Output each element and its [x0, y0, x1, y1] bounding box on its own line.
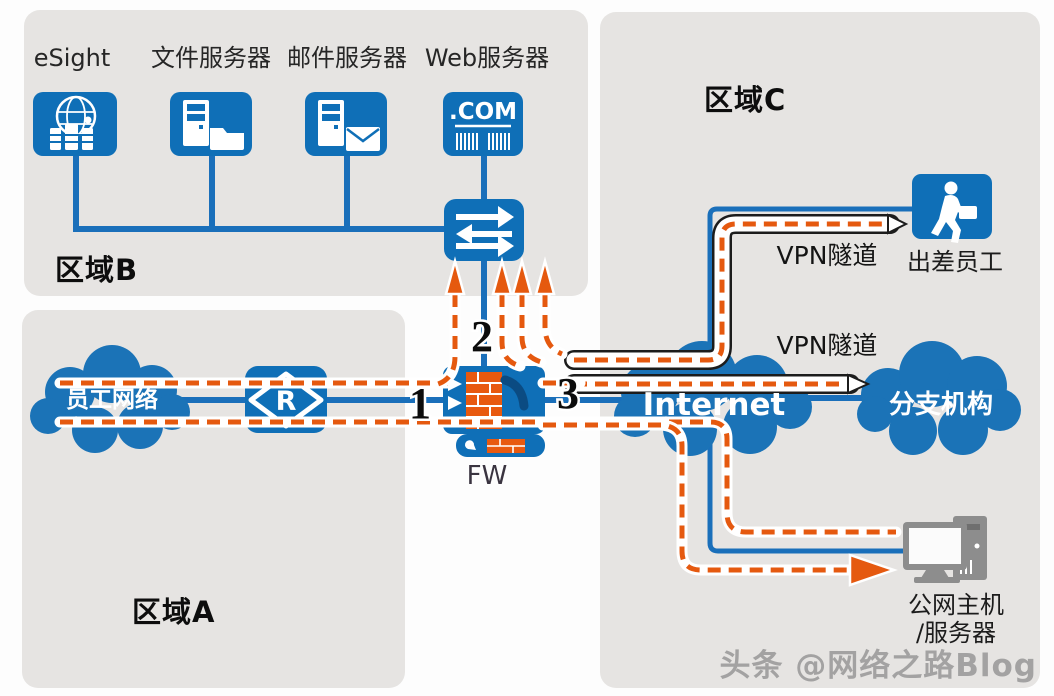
web-server-icon-text: .COM [449, 99, 517, 125]
untrust-to-dmz-arrows [432, 256, 568, 390]
public-host-label-line1: 公网主机 [908, 591, 1004, 619]
esight-icon [33, 92, 117, 156]
traveling-employee-label: 出差员工 [907, 248, 1003, 276]
path-marker-1: 1 [409, 379, 431, 428]
vpn-tunnel-to-branch [564, 373, 871, 395]
web-server-icon: .COM [443, 92, 523, 156]
arrow-right-glyph2 [456, 235, 514, 257]
watermark-text: 头条 @网络之路Blog [719, 648, 1037, 684]
host-path-arrowhead [848, 553, 898, 587]
firewall-label: FW [467, 461, 508, 491]
internet-label: Internet [643, 387, 786, 423]
employee-network-label: 员工网络 [66, 386, 158, 413]
zone-c-label: 区域C [704, 83, 786, 117]
vpn-tunnel2-label: VPN隧道 [777, 331, 878, 360]
tunnel1-arrowhead [887, 213, 909, 235]
folder-glyph [210, 128, 244, 150]
server-bus-link [73, 155, 446, 232]
public-host-icon [903, 516, 987, 583]
public-host-label-line2: /服务器 [916, 619, 996, 647]
internet-host-link [707, 440, 908, 554]
firewall-icon [443, 366, 545, 457]
router-letter: R [276, 386, 297, 417]
zone-b-label: 区域B [55, 253, 138, 287]
arrow-left-glyph [456, 224, 512, 244]
zone-a-label: 区域A [132, 595, 215, 629]
tunnel2-arrowhead [847, 373, 871, 395]
mail-server-icon [305, 92, 387, 156]
zone-a-panel [22, 310, 405, 688]
switch-icon [444, 199, 524, 261]
vpn-tunnel-to-traveler [564, 213, 909, 370]
file-server-icon [170, 92, 252, 156]
vpn-tunnel1-label: VPN隧道 [777, 241, 878, 270]
arrow-right-glyph [456, 206, 514, 228]
path-marker-3: 3 [557, 369, 579, 418]
esight-label: eSight [34, 44, 111, 72]
traffic-path-1-lower-to-host [54, 416, 902, 538]
web-server-label: Web服务器 [425, 44, 549, 72]
barcode-glyph [456, 133, 510, 150]
path-marker-2: 2 [471, 312, 493, 361]
file-server-label: 文件服务器 [151, 44, 271, 72]
traveling-employee-icon [912, 174, 992, 243]
branch-label: 分支机构 [889, 390, 993, 420]
internet-traveler-link [707, 206, 912, 368]
traffic-path-to-host-arrow [537, 419, 898, 587]
mail-server-label: 邮件服务器 [287, 44, 407, 72]
envelope-glyph [346, 127, 380, 151]
branch-cloud [857, 341, 1021, 455]
